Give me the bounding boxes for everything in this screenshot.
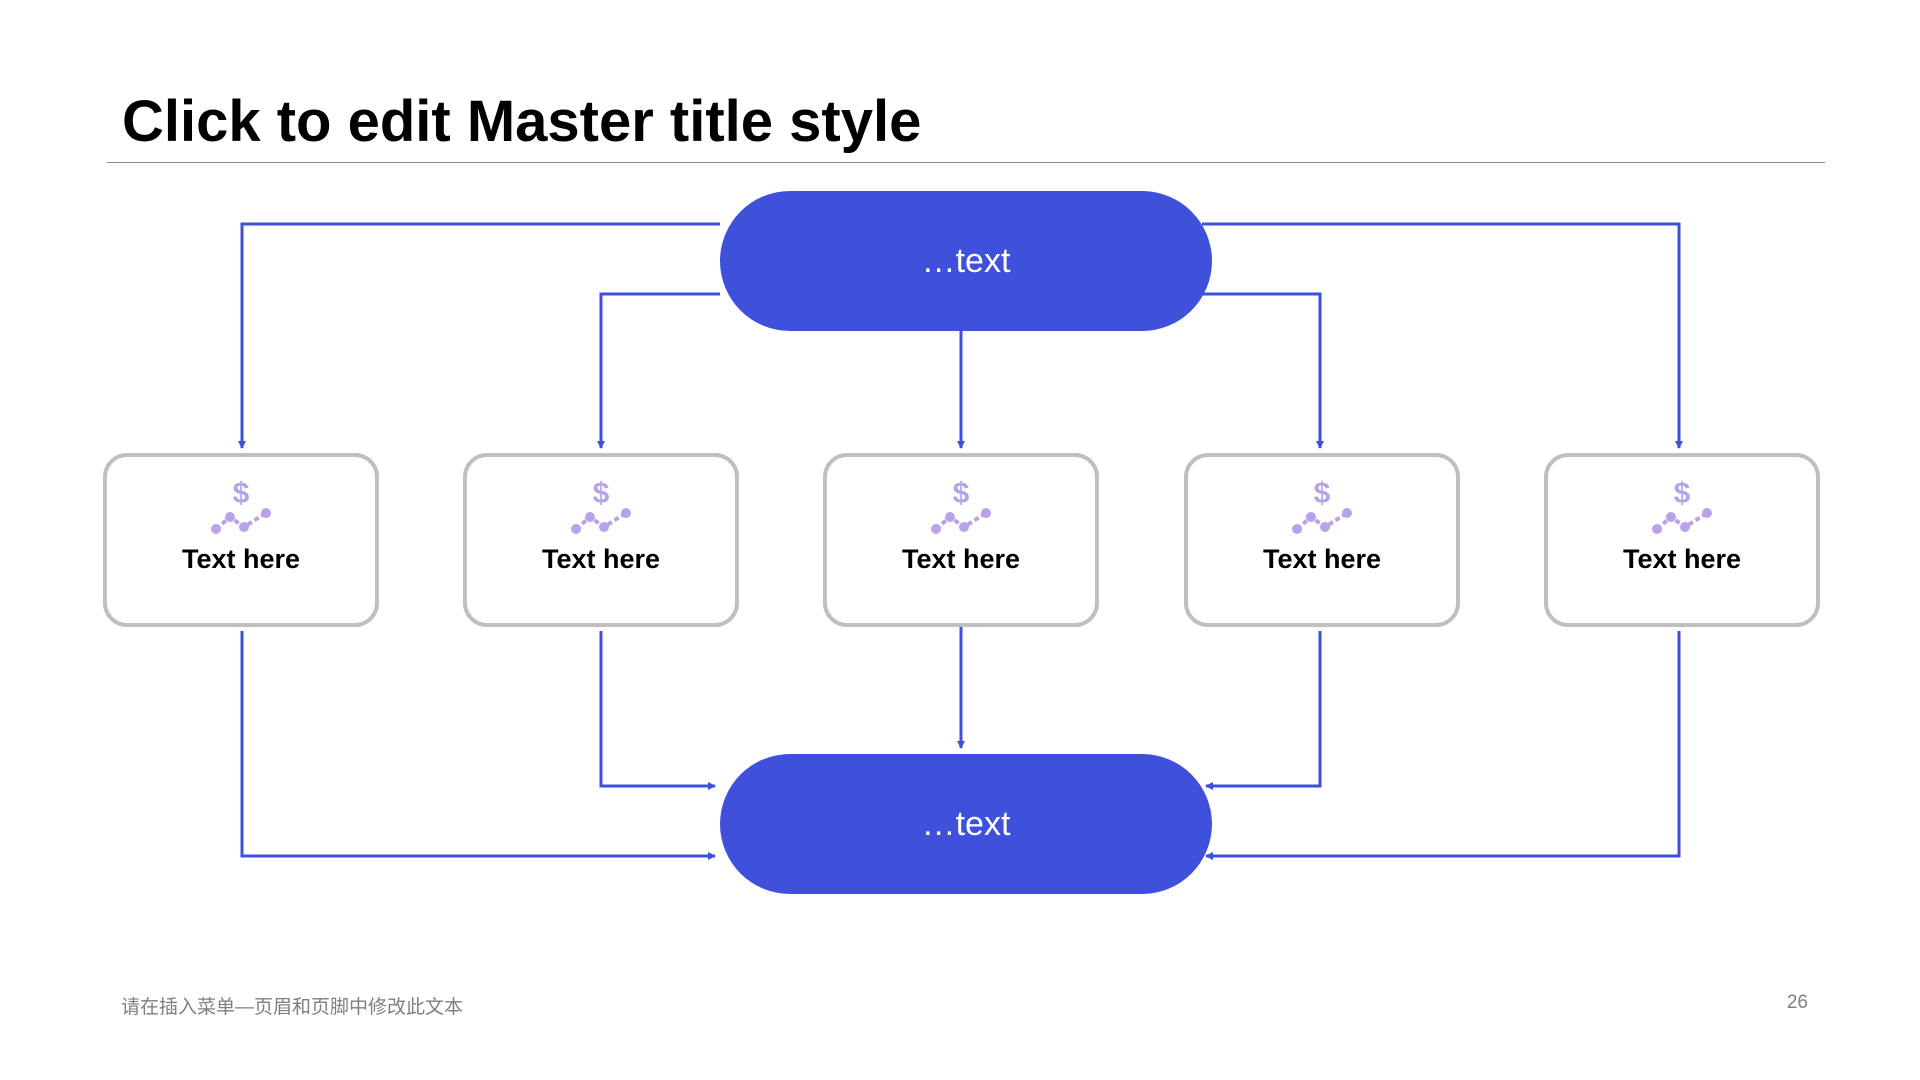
dollar-trend-icon: $ [571,477,631,534]
connector-item-2-to-bottom [599,631,716,790]
connector-top-to-item-1 [238,222,720,449]
bottom-node-label: …text [921,804,1011,843]
connector-top-to-item-2 [597,292,720,449]
connector-top-to-item-4 [1202,292,1324,449]
connector-item-5-to-bottom [1205,631,1681,860]
top-node-label: …text [921,241,1011,280]
item-box-3[interactable]: $ Text here [823,453,1099,627]
item-label-2: Text here [541,544,661,574]
item-label-4: Text here [1262,544,1382,574]
connector-top-to-item-5 [1202,222,1683,449]
page-number: 26 [1786,992,1808,1013]
item-label-1: Text here [181,544,301,574]
svg-text:$: $ [233,477,250,510]
dollar-trend-icon: $ [211,477,271,534]
item-label-3: Text here [901,544,1021,574]
dollar-trend-icon: $ [931,477,991,534]
item-box-2[interactable]: $ Text here [463,453,739,627]
svg-text:$: $ [593,477,610,510]
item-box-5[interactable]: $ Text here [1544,453,1820,627]
footer-text[interactable]: 请在插入菜单—页眉和页脚中修改此文本 [121,997,464,1018]
top-node[interactable]: …text [720,191,1212,331]
item-box-1[interactable]: $ Text here [103,453,379,627]
title-divider [107,162,1825,163]
svg-text:$: $ [1674,477,1691,510]
bottom-node[interactable]: …text [720,754,1212,894]
dollar-trend-icon: $ [1652,477,1712,534]
dollar-trend-icon: $ [1292,477,1352,534]
item-box-4[interactable]: $ Text here [1184,453,1460,627]
item-label-5: Text here [1622,544,1742,574]
svg-text:$: $ [953,477,970,510]
connector-item-1-to-bottom [240,631,716,860]
connector-item-4-to-bottom [1205,631,1322,790]
slide-title[interactable]: Click to edit Master title style [122,89,922,154]
svg-text:$: $ [1314,477,1331,510]
